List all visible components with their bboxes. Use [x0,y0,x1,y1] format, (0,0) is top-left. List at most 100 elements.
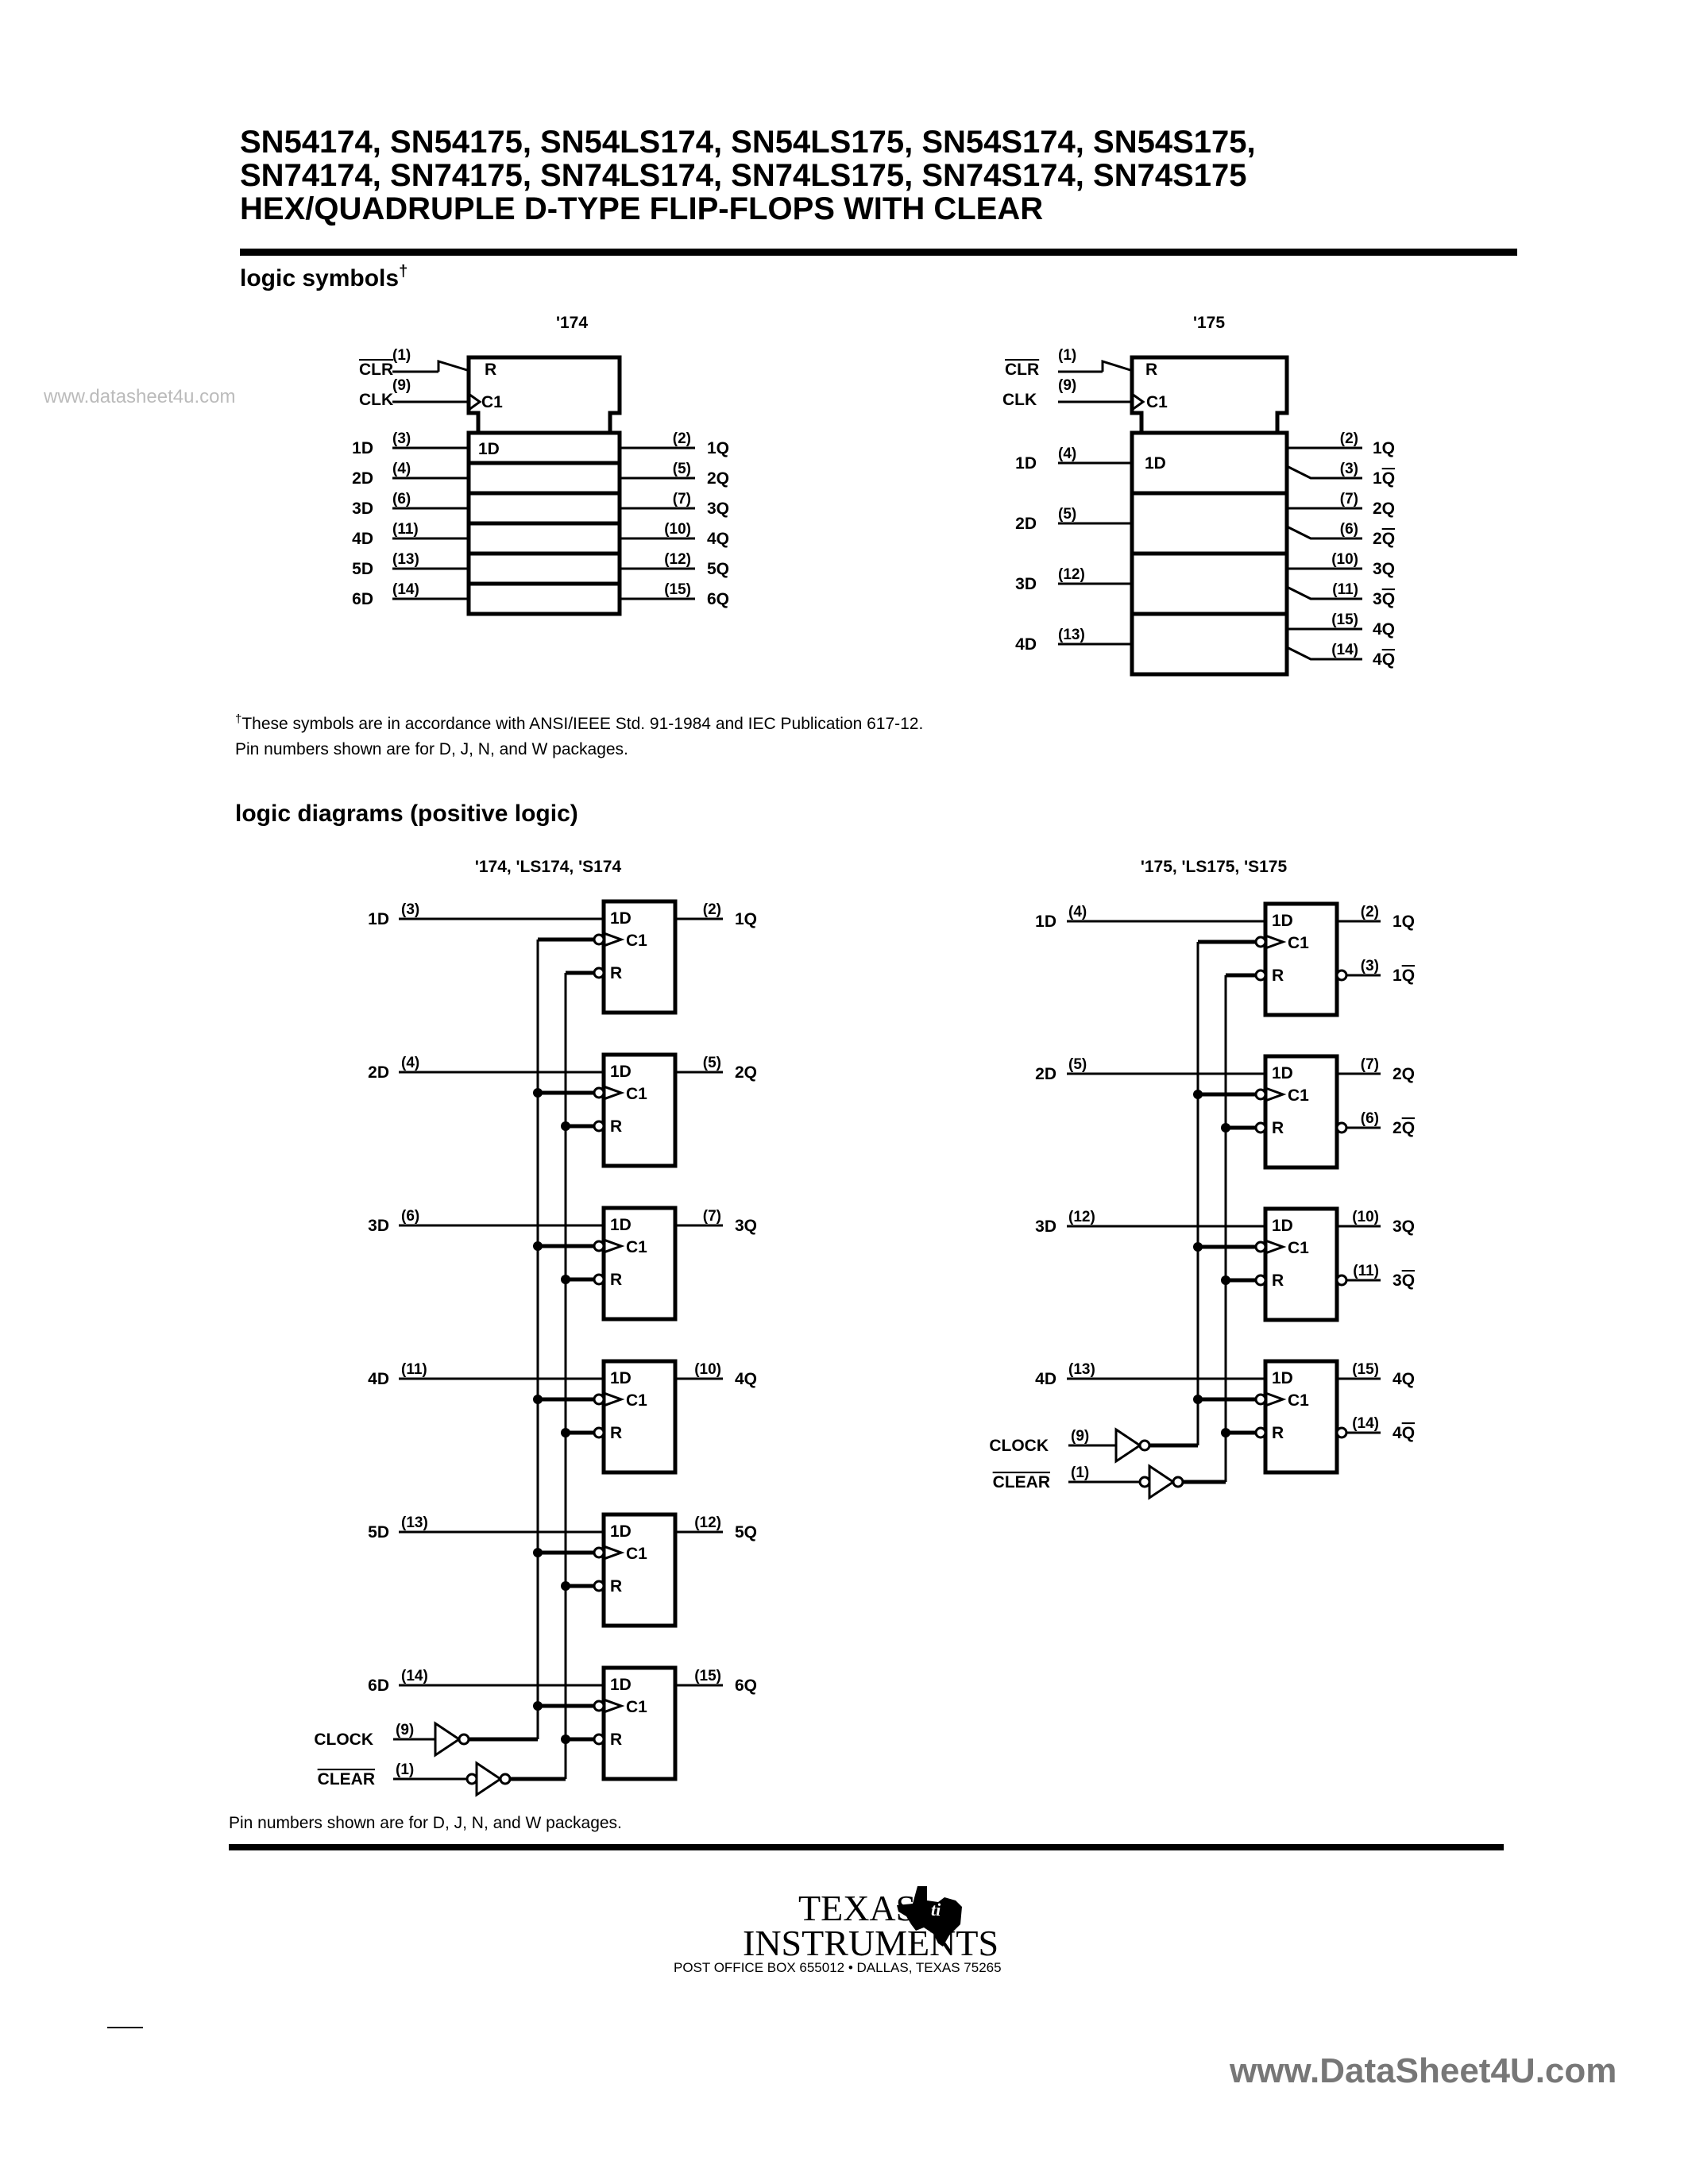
input-pin: (13) [401,1515,428,1531]
clock-pin: (9) [1071,1428,1089,1445]
flipflop-row [1130,551,1289,616]
output-pin: (7) [703,1208,721,1225]
clr-pin: (1) [1058,347,1076,364]
ff-r-label: R [1272,967,1284,985]
q-pin: (15) [1352,1361,1379,1378]
ff-c1-label: C1 [626,1238,647,1256]
input-label: 6D [368,1677,389,1695]
qbar-output-wire [1286,585,1362,600]
inversion-bubble [593,1700,605,1712]
input-pin: (6) [392,491,411,507]
flipflop [601,899,678,1015]
symbols-footnote-2: Pin numbers shown are for D, J, N, and W… [235,740,628,758]
clock-triangle-icon [603,1545,625,1561]
inverter-gate-icon [434,1721,462,1758]
clear-pin: (1) [396,1761,414,1778]
output-pin: (10) [664,521,691,538]
flipflop-row [466,551,622,586]
output-pin: (15) [694,1668,721,1684]
clock-triangle-icon [1265,934,1287,950]
q-pin: (10) [1331,551,1358,568]
input-label: 2D [1035,1065,1056,1083]
output-label: 5Q [735,1523,757,1542]
inversion-bubble [1335,969,1348,982]
inversion-bubble [1254,1393,1267,1406]
qbar-num: 2 [1393,1119,1402,1137]
d-label: 1D [478,440,500,458]
r-label: R [1145,361,1157,379]
output-label: 6Q [735,1677,757,1695]
q-label: 3Q [1373,560,1395,578]
logo-text-texas: TEXAS [798,1888,916,1928]
qbar-pin: (6) [1361,1110,1379,1127]
input-label: 5D [352,560,373,578]
qbar-output-wire [1286,525,1362,540]
part-numbers-line-1: SN54174, SN54175, SN54LS174, SN54LS175, … [240,125,1256,160]
ff-d-label: 1D [610,1676,632,1694]
qbar-q: Q [1402,967,1415,985]
qbar-label: 3Q [1393,1271,1415,1290]
output-pin: (15) [664,581,691,598]
input-label: 4D [1035,1370,1056,1388]
c1-label: C1 [1146,393,1168,411]
inversion-bubble [593,1086,605,1099]
diagrams-footnote: Pin numbers shown are for D, J, N, and W… [229,1814,622,1832]
r-label: R [485,361,496,379]
clock-triangle-icon [603,932,625,947]
flipflop [1263,1054,1339,1170]
ff-c1-label: C1 [626,1391,647,1410]
ff-d-label: 1D [1272,1217,1293,1235]
output-label: 3Q [707,500,729,518]
ff-d-label: 1D [1272,1064,1293,1082]
q-label: 1Q [1393,913,1415,931]
qbar-num: 4 [1393,1424,1402,1442]
qbar-label: 4Q [1373,650,1395,669]
qbar-output-wire [1286,465,1362,480]
inversion-bubble [593,1273,605,1286]
clock-triangle-icon [468,392,482,411]
clear-label: CLEAR [993,1473,1050,1491]
qbar-pin: (11) [1353,1263,1379,1279]
qbar-label: 3Q [1373,590,1395,608]
qbar-pin: (11) [1332,581,1358,598]
ff-r-label: R [610,1577,622,1596]
inversion-bubble [593,1393,605,1406]
clk-label: CLK [359,391,393,409]
qbar-q: Q [1382,650,1395,669]
inverter-gate-icon [1114,1427,1142,1464]
input-pin: (4) [1058,446,1076,462]
output-label: 1Q [707,439,729,457]
active-low-indicator [1101,359,1131,372]
clr-label: CLR [359,361,393,379]
q-pin: (15) [1331,612,1358,628]
qbar-q: Q [1382,530,1395,548]
qbar-label: 2Q [1373,530,1395,548]
qbar-num: 1 [1393,967,1402,985]
clock-triangle-icon [603,1698,625,1714]
flipflop [1263,901,1339,1017]
q-pin: (2) [1340,430,1358,447]
input-pin: (4) [401,1055,419,1071]
flipflop-row [466,521,622,556]
active-low-indicator [437,359,468,372]
q-pin: (10) [1352,1209,1379,1225]
input-label: 2D [352,469,373,488]
output-pin: (10) [694,1361,721,1378]
q-label: 4Q [1393,1370,1415,1388]
clock-pin: (9) [396,1722,414,1738]
ff-c1-label: C1 [1288,1391,1309,1410]
input-label: 1D [352,439,373,457]
input-pin: (5) [1068,1056,1087,1073]
d-label: 1D [1145,454,1166,473]
diagram-title: '174, 'LS174, 'S174 [475,858,622,876]
inversion-bubble [1254,1426,1267,1439]
inverter-gate-icon [475,1761,503,1797]
input-label: 3D [352,500,373,518]
input-pin: (13) [1058,627,1085,643]
input-pin: (13) [1068,1361,1095,1378]
clock-label: CLOCK [989,1437,1049,1455]
logic-diagrams-heading: logic diagrams (positive logic) [235,801,578,827]
inversion-bubble [499,1773,512,1785]
symbol-title: '175 [1193,314,1225,332]
